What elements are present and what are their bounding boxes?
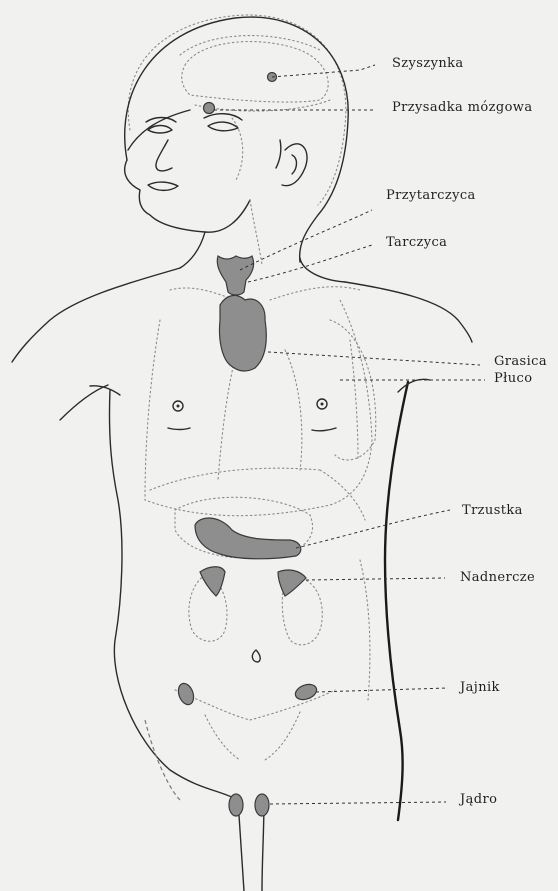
neck-right	[300, 258, 345, 282]
right-testis	[255, 794, 269, 816]
face-outline	[125, 160, 250, 232]
torso-right	[385, 382, 408, 820]
pituitary-gland	[204, 103, 215, 114]
leader-trzustka	[296, 510, 450, 548]
label-pluco: Płuco	[494, 371, 532, 386]
neck-left	[180, 232, 205, 268]
right-lung	[330, 320, 376, 460]
thyroid	[217, 256, 253, 295]
leader-jajnik	[316, 688, 448, 692]
label-trzustka: Trzustka	[462, 503, 523, 518]
thymus	[219, 295, 266, 371]
left-shoulder	[12, 268, 180, 362]
head-outline	[125, 17, 349, 262]
mouth	[148, 182, 178, 190]
label-jajnik: Jajnik	[460, 680, 500, 695]
leader-przytarczyca	[240, 210, 372, 270]
right-adrenal	[278, 570, 306, 596]
label-jadro: Jądro	[460, 792, 497, 807]
label-szyszynka: Szyszynka	[392, 56, 464, 71]
label-przytarczyca: Przytarczyca	[386, 188, 476, 203]
left-testis	[229, 794, 243, 816]
navel	[252, 650, 260, 662]
skull-outline	[128, 15, 346, 205]
brain-outline	[182, 42, 328, 103]
left-adrenal	[200, 567, 225, 596]
label-grasica: Grasica	[494, 354, 547, 369]
ear	[282, 144, 307, 186]
leader-tarczyca	[248, 245, 372, 282]
leader-jadro	[270, 802, 446, 804]
leader-szyszynka	[272, 65, 375, 77]
label-nadnercze: Nadnercze	[460, 570, 535, 585]
pancreas	[195, 518, 301, 559]
label-tarczyca: Tarczyca	[386, 235, 447, 250]
right-shoulder	[345, 282, 472, 342]
nose	[156, 140, 172, 171]
label-przysadka: Przysadka mózgowa	[392, 100, 533, 115]
left-ovary	[176, 681, 197, 706]
leader-nadnercze	[306, 578, 445, 580]
leader-grasica	[268, 352, 480, 365]
right-eye	[208, 122, 238, 131]
